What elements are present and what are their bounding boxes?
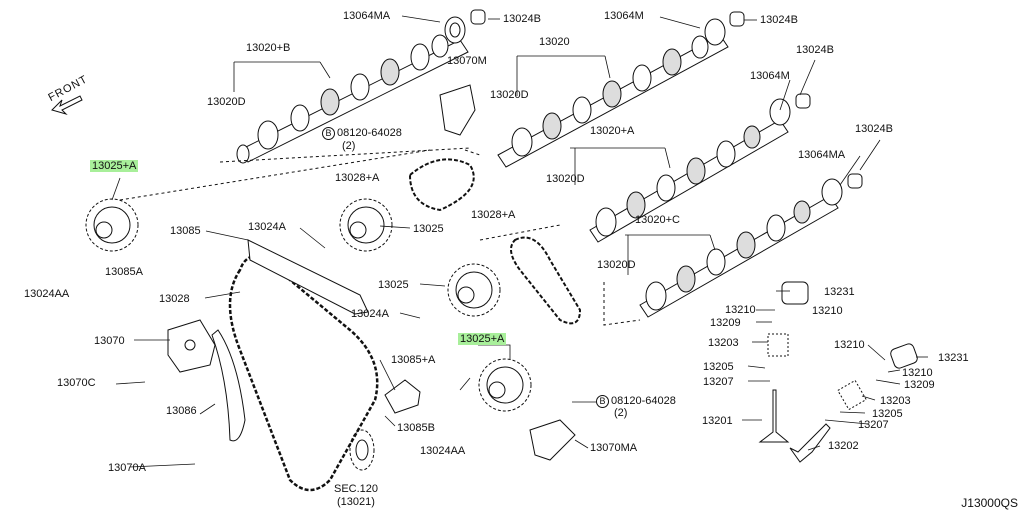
- part-label: 13210: [902, 367, 933, 379]
- part-label: 13210: [812, 305, 843, 317]
- part-label: 13064M: [750, 70, 790, 82]
- front-arrow-icon: [51, 95, 83, 116]
- part-label: 13020+B: [246, 42, 291, 54]
- part-label: 13210: [725, 304, 756, 316]
- part-label: 13020: [539, 36, 570, 48]
- drawing-code: J13000QS: [961, 496, 1018, 510]
- part-label: 13024B: [855, 123, 893, 135]
- part-label: 13210: [834, 339, 865, 351]
- bolt-quantity: (2): [614, 407, 628, 419]
- part-label: 13028+A: [471, 209, 516, 221]
- part-label: 13024B: [760, 14, 798, 26]
- part-label: 13203: [880, 395, 911, 407]
- part-label: 13024AA: [24, 288, 70, 300]
- lifter-13231-lower: [890, 343, 918, 369]
- bolt-part-number: 08120-64028: [611, 395, 676, 407]
- part-label: 13070C: [57, 377, 96, 389]
- part-label: 13028+A: [335, 172, 380, 184]
- slack-guide-13086: [211, 329, 246, 442]
- bolt-part-number: 08120-64028: [337, 127, 402, 139]
- part-label: 13203: [708, 337, 739, 349]
- part-label: 13024A: [351, 308, 389, 320]
- valve-13201: [758, 389, 790, 443]
- part-label: 13070: [94, 335, 125, 347]
- sprocket-13025-lower: [447, 263, 501, 317]
- part-label: 13020D: [490, 89, 529, 101]
- tensioner-13070m: [439, 84, 476, 136]
- chain-guide-13085: [247, 239, 369, 315]
- part-label: 13020D: [207, 96, 246, 108]
- part-label: 13020+A: [590, 125, 635, 137]
- chain-13028a-upper: [408, 158, 475, 212]
- section-reference-part: (13021): [337, 496, 375, 508]
- part-label: 13207: [858, 419, 889, 431]
- part-label: 13085: [170, 225, 201, 237]
- crank-sprocket-sec120: [349, 429, 375, 471]
- bolt-marker-icon: B: [322, 127, 335, 140]
- highlighted-part-number: 13025+A: [90, 160, 139, 172]
- part-label-highlighted: 13025+A: [458, 333, 507, 345]
- part-label: 13024B: [503, 13, 541, 25]
- part-label: 13231: [938, 352, 969, 364]
- sprocket-13025a-upper: [85, 198, 139, 252]
- part-label: 13207: [703, 376, 734, 388]
- part-label: 13201: [702, 415, 733, 427]
- part-label: 13070M: [447, 55, 487, 67]
- part-label: 13020+C: [635, 214, 680, 226]
- valve-13202: [789, 423, 831, 463]
- sprocket-13025a-lower: [478, 358, 532, 412]
- valve-spring-13203-lower: [837, 379, 867, 411]
- reference-dash-lines: [119, 147, 641, 326]
- highlighted-part-number: 13025+A: [458, 333, 507, 345]
- part-label: 13020D: [546, 173, 585, 185]
- part-label: 13086: [166, 405, 197, 417]
- part-label: 13028: [159, 293, 190, 305]
- part-label: 13064M: [604, 10, 644, 22]
- lifter-13231-upper: [781, 281, 809, 305]
- part-label: 13205: [872, 408, 903, 420]
- leader-lines: [111, 15, 928, 468]
- part-label: 13020D: [597, 259, 636, 271]
- valve-spring-13203-upper: [767, 333, 789, 357]
- part-label: 13070A: [108, 462, 146, 474]
- chain-13028a-lower: [510, 236, 582, 325]
- part-label: 13202: [828, 440, 859, 452]
- sprocket-13025-upper: [339, 198, 393, 252]
- tensioner-13070: [167, 319, 216, 373]
- part-label: 13209: [904, 379, 935, 391]
- section-reference: SEC.120: [334, 483, 379, 495]
- guide-13085a: [384, 379, 421, 414]
- part-label: 13024A: [248, 221, 286, 233]
- part-label: 13064MA: [343, 10, 391, 22]
- camshaft-13020b: [236, 34, 469, 164]
- camshaft-13020: [497, 11, 745, 168]
- part-label: 13085B: [397, 422, 435, 434]
- part-label: 13085+A: [391, 354, 436, 366]
- part-label: 13205: [703, 361, 734, 373]
- part-label: 13025: [378, 279, 409, 291]
- part-label: 13024AA: [420, 445, 466, 457]
- tensioner-13070ma: [529, 419, 576, 461]
- part-label: 13064MA: [798, 149, 846, 161]
- part-label-highlighted: 13025+A: [90, 160, 139, 172]
- bolt-marker-icon: B: [596, 395, 609, 408]
- part-label: 13209: [710, 317, 741, 329]
- part-label: 13070MA: [590, 442, 638, 454]
- camshaft-13020c: [639, 173, 863, 318]
- part-label: 13085A: [105, 266, 143, 278]
- camshaft-13020a: [589, 93, 811, 243]
- part-label: 13231: [824, 286, 855, 298]
- part-label: 13025: [413, 223, 444, 235]
- bolt-quantity: (2): [342, 140, 356, 152]
- part-label: 13024B: [796, 44, 834, 56]
- cam-sensor-plate-13064ma: [444, 9, 486, 44]
